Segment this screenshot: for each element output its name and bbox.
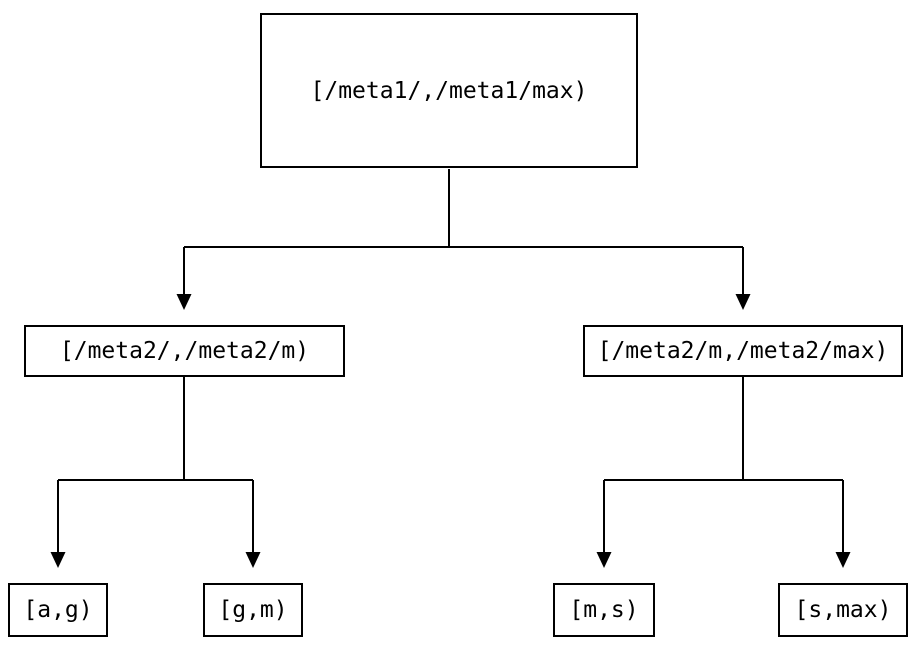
node-root-label: [/meta1/,/meta1/max) <box>310 77 588 104</box>
node-leaf-smax-label: [s,max) <box>794 597 892 623</box>
node-leaf-ag-label: [a,g) <box>23 597 93 623</box>
node-left-branch: [/meta2/,/meta2/m) <box>24 325 345 377</box>
node-right-branch-label: [/meta2/m,/meta2/max) <box>597 338 889 364</box>
node-leaf-ms-label: [m,s) <box>569 597 639 623</box>
node-right-branch: [/meta2/m,/meta2/max) <box>583 325 903 377</box>
arrow-down-icon <box>735 294 751 310</box>
arrow-down-icon <box>835 552 851 568</box>
arrow-down-icon <box>50 552 66 568</box>
node-leaf-smax: [s,max) <box>778 583 908 637</box>
node-leaf-gm-label: [g,m) <box>218 597 288 623</box>
arrow-down-icon <box>176 294 192 310</box>
node-leaf-gm: [g,m) <box>203 583 303 637</box>
arrow-down-icon <box>245 552 261 568</box>
node-root: [/meta1/,/meta1/max) <box>260 13 638 168</box>
arrow-down-icon <box>596 552 612 568</box>
node-leaf-ag: [a,g) <box>8 583 108 637</box>
node-left-branch-label: [/meta2/,/meta2/m) <box>59 338 310 364</box>
node-leaf-ms: [m,s) <box>553 583 655 637</box>
